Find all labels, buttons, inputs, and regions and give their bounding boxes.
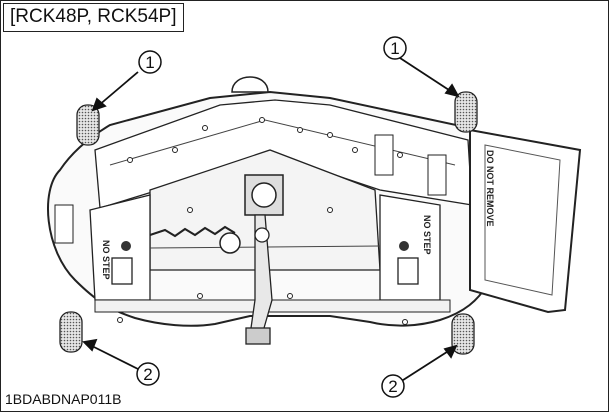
pto-end — [245, 327, 271, 345]
svg-text:2: 2 — [143, 365, 152, 384]
callout-top-left: 1 — [138, 50, 162, 74]
left-latch — [111, 257, 133, 285]
decal-left — [54, 204, 74, 244]
callout-bottom-left: 2 — [136, 362, 160, 386]
hitch-bump — [231, 76, 269, 93]
idler-pulley-right — [254, 227, 270, 243]
gauge-wheel-top-left — [76, 104, 100, 146]
no-step-right-label: NO STEP — [422, 215, 432, 255]
model-label: [RCK48P, RCK54P] — [3, 3, 184, 32]
bolts — [117, 117, 408, 325]
discharge-chute-inner — [484, 144, 561, 296]
svg-text:1: 1 — [390, 39, 399, 58]
drive-belt — [149, 225, 236, 238]
decal-top-right — [374, 134, 394, 176]
svg-text:1: 1 — [145, 53, 154, 72]
gearbox-pulley — [251, 182, 277, 208]
left-knob — [121, 241, 131, 251]
gauge-wheel-bottom-right — [451, 313, 475, 355]
right-knob — [399, 241, 409, 251]
discharge-chute — [469, 128, 582, 314]
idler-pulley-left — [219, 232, 241, 254]
figure-code: 1BDABDNAP011B — [5, 391, 122, 407]
decal-right — [427, 154, 447, 196]
svg-text:2: 2 — [388, 377, 397, 396]
callout-bottom-right: 2 — [381, 374, 405, 398]
gauge-wheel-top-right — [454, 91, 478, 133]
front-bumper — [94, 299, 451, 313]
gauge-wheel-bottom-left — [59, 311, 83, 353]
do-not-remove-label: DO NOT REMOVE — [485, 150, 495, 227]
callout-top-right: 1 — [383, 36, 407, 60]
right-latch — [397, 257, 419, 285]
no-step-left-label: NO STEP — [101, 240, 111, 280]
callout-arrows — [82, 57, 460, 383]
